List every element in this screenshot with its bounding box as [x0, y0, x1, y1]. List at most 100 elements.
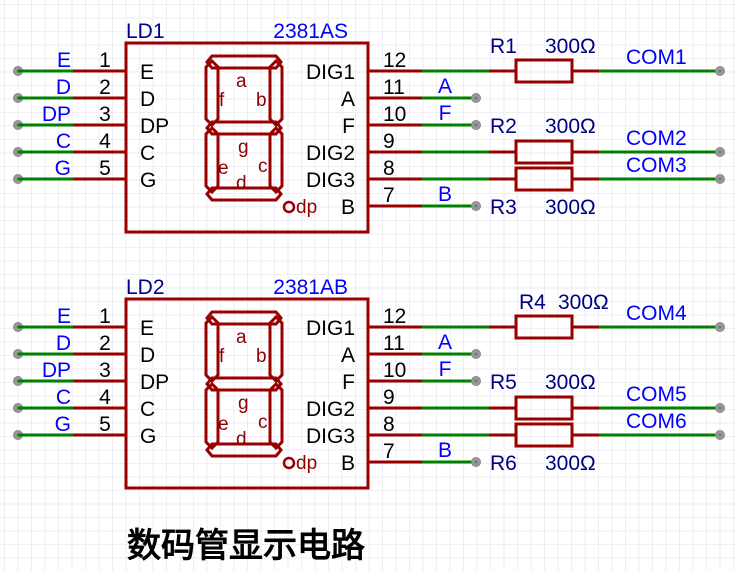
component-body[interactable] [124, 41, 370, 234]
net-label: B [438, 183, 452, 206]
resistor-body-icon [514, 422, 574, 448]
terminal-center-icon [718, 69, 722, 73]
pin-name: DIG3 [306, 169, 355, 192]
resistor-symbol[interactable] [489, 58, 599, 84]
resistor-body-icon [514, 166, 574, 192]
segment-label-c: c [258, 412, 268, 433]
segment-e-icon [204, 125, 220, 195]
net-terminal[interactable] [471, 349, 481, 359]
pin-number: 3 [99, 359, 111, 382]
segment-label-dp: dp [296, 453, 317, 474]
pin-number: 1 [99, 49, 111, 72]
pin-number: 2 [99, 332, 111, 355]
pin-number: 12 [383, 49, 406, 72]
segment-label-d: d [236, 173, 247, 194]
decimal-point-icon [282, 456, 296, 470]
resistor-reference: R4 [519, 291, 546, 314]
right-pin-7[interactable]: 7BB [341, 439, 481, 475]
component-part-number: 2381AB [273, 276, 348, 299]
pin-name: D [140, 88, 155, 111]
pin-name: F [342, 115, 355, 138]
resistor-symbol[interactable] [489, 422, 599, 448]
pin-number: 7 [383, 440, 395, 463]
net-terminal[interactable] [471, 93, 481, 103]
component-part-number: 2381AS [273, 20, 348, 43]
pin-name: F [342, 371, 355, 394]
pin-name: A [341, 344, 355, 367]
net-terminal[interactable] [471, 457, 481, 467]
right-pin-7[interactable]: 7BB [341, 183, 481, 219]
net-label: A [438, 75, 452, 98]
terminal-center-icon [474, 460, 478, 464]
net-label: DP [42, 103, 71, 126]
resistor-symbol[interactable] [489, 395, 599, 421]
pin-name: DIG2 [306, 142, 355, 165]
terminal-center-icon [718, 325, 722, 329]
net-label: D [56, 332, 71, 355]
com-net-label: COM6 [626, 410, 687, 433]
resistor-reference: R5 [490, 371, 517, 394]
segment-f-icon [204, 314, 220, 384]
resistor-body-icon [514, 395, 574, 421]
segment-label-d: d [236, 429, 247, 450]
terminal-center-icon [474, 352, 478, 356]
pin-name: E [140, 317, 154, 340]
com-terminal[interactable] [715, 66, 725, 76]
terminal-center-icon [718, 433, 722, 437]
net-terminal[interactable] [471, 376, 481, 386]
pin-name: G [140, 425, 156, 448]
net-terminal[interactable] [471, 201, 481, 211]
resistor-symbol[interactable] [489, 166, 599, 192]
pin-number: 9 [383, 386, 395, 409]
pin-name: DIG1 [306, 61, 355, 84]
net-label: B [438, 439, 452, 462]
net-label: DP [42, 359, 71, 382]
com-terminal[interactable] [715, 147, 725, 157]
com-terminal[interactable] [715, 174, 725, 184]
resistor-value: 300Ω [545, 35, 596, 58]
decimal-point-icon [282, 200, 296, 214]
resistor-symbol[interactable] [489, 139, 599, 165]
com-net-label: COM3 [626, 154, 687, 177]
com-terminal[interactable] [715, 430, 725, 440]
terminal-center-icon [718, 177, 722, 181]
com-terminal[interactable] [715, 322, 725, 332]
component-body[interactable] [124, 297, 370, 490]
resistor-value: 300Ω [545, 371, 596, 394]
pin-number: 3 [99, 103, 111, 126]
com-terminal[interactable] [715, 403, 725, 413]
resistor-symbol[interactable] [489, 314, 599, 340]
net-terminal[interactable] [471, 120, 481, 130]
pin-name: G [140, 169, 156, 192]
resistor-reference: R1 [490, 35, 517, 58]
